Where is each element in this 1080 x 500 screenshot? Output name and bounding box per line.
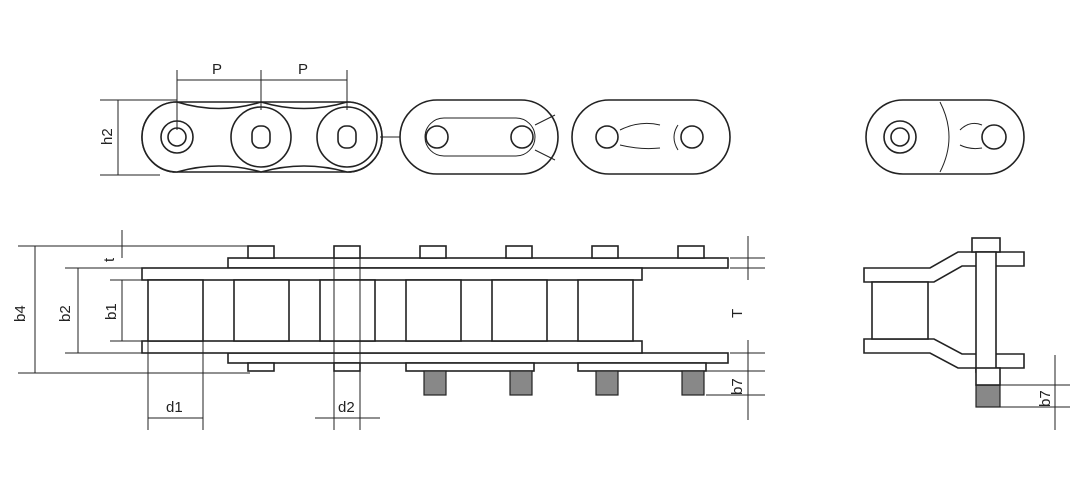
T-label: T — [729, 309, 746, 318]
pitch-label: P — [298, 61, 308, 78]
chain-end-view-top — [865, 99, 1025, 175]
pins — [247, 245, 707, 396]
rollers — [147, 279, 634, 342]
d1-label: d1 — [166, 399, 183, 416]
diameter-dimensions: d1 d2 — [147, 341, 380, 430]
connecting-link — [399, 99, 559, 175]
b1-label: b1 — [103, 303, 120, 320]
pitch-label: P — [212, 61, 222, 78]
chain-side-view — [141, 99, 731, 175]
width-dimensions: b4 b2 b1 t — [12, 230, 250, 374]
chain-end-view-bottom — [863, 237, 1025, 408]
b7-label: b7 — [729, 378, 746, 395]
t-label: t — [101, 257, 118, 262]
d2-label: d2 — [338, 399, 355, 416]
h2-dimension: h2 — [99, 99, 177, 176]
b7-side-label: b7 — [1037, 390, 1054, 407]
right-dimensions: T b7 b7 — [706, 236, 1070, 430]
h2-label: h2 — [99, 128, 116, 145]
spring-clip-link — [571, 99, 731, 175]
b2-label: b2 — [57, 305, 74, 322]
b4-label: b4 — [12, 305, 29, 322]
chain-plan-view — [141, 245, 729, 396]
